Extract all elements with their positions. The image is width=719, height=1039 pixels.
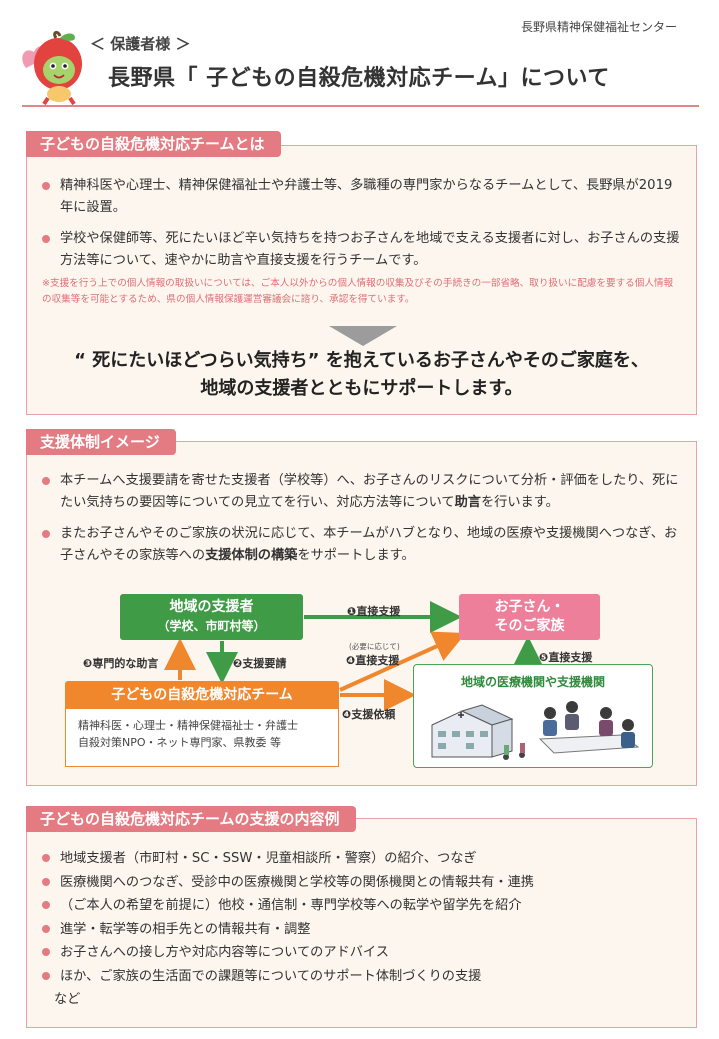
label-direct-support-5: ❺直接支援 — [539, 651, 593, 664]
audience-label: ＜ 保護者様 ＞ — [90, 35, 191, 53]
page-title: 長野県「 子どもの自殺危機対応チーム」について — [108, 66, 610, 91]
label-support-request: ❷支援要請 — [233, 657, 287, 670]
example-item-4: 進学・転学等の相手先との情報共有・調整 — [42, 918, 682, 942]
section-examples-heading: 子どもの自殺危機対応チームの支援の内容例 — [26, 806, 356, 832]
about-bullet-1: 精神科医や心理士、精神保健福祉士や弁護士等、多職種の専門家からなるチームとして、… — [42, 175, 682, 219]
lead-line-2: 地域の支援者とともにサポートします。 — [200, 378, 523, 399]
section-support-heading: 支援体制イメージ — [26, 429, 176, 455]
section-about-heading: 子どもの自殺危機対応チームとは — [26, 131, 281, 157]
about-bullet-2: 学校や保健師等、死にたいほど辛い気持ちを持つお子さんを地域で支える支援者に対し、… — [42, 228, 682, 272]
organization-name: 長野県精神保健福祉センター — [520, 20, 677, 34]
child-family-box: お子さん・ そのご家族 — [459, 594, 600, 640]
label-as-needed: (必要に応じて) — [349, 642, 400, 651]
local-supporter-box: 地域の支援者 （学校、市町村等） — [120, 594, 303, 640]
support-bullet-1: 本チームへ支援要請を寄せた支援者（学校等）へ、お子さんのリスクについて分析・評価… — [42, 470, 682, 514]
down-arrow-icon — [329, 326, 397, 346]
example-item-2: 医療機関へのつなぎ、受診中の医療機関と学校等の関係機関との情報共有・連携 — [42, 871, 682, 895]
label-support-referral: ❹支援依頼 — [342, 708, 396, 721]
example-item-6: ほか、ご家族の生活面での課題等についてのサポート体制づくりの支援 — [42, 965, 682, 989]
arrow-direct-support-4 — [339, 631, 466, 692]
lead-line-1: “ 死にたいほどつらい気持ち” を抱えているお子さんやそのご家庭を、 — [74, 350, 649, 371]
crisis-team-box: 子どもの自殺危機対応チーム — [65, 681, 339, 709]
example-item-3: （ご本人の希望を前提に）他校・通信制・専門学校等への転学や留学先を紹介 — [42, 894, 682, 918]
examples-tail: など — [54, 992, 81, 1007]
crisis-team-members: 精神科医・心理士・精神保健福祉士・弁護士 自殺対策NPO・ネット専門家、県教委 … — [65, 709, 339, 767]
title-divider — [22, 105, 699, 107]
mascot-apple-character-icon — [22, 30, 82, 106]
section-about-panel — [26, 145, 697, 415]
about-bullet-list: 精神科医や心理士、精神保健福祉士や弁護士等、多職種の専門家からなるチームとして、… — [42, 175, 682, 281]
medical-institutions-box: 地域の医療機関や支援機関 — [413, 664, 653, 768]
medical-institutions-title: 地域の医療機関や支援機関 — [460, 675, 605, 689]
support-bullet-list: 本チームへ支援要請を寄せた支援者（学校等）へ、お子さんのリスクについて分析・評価… — [42, 470, 682, 576]
label-expert-advice: ❸専門的な助言 — [83, 657, 159, 670]
hospital-and-meeting-illustration-icon — [431, 701, 640, 760]
privacy-note: ※支援を行う上での個人情報の取扱いについては、ご本人以外からの個人情報の収集及び… — [42, 278, 674, 305]
label-direct-support-4: ❹直接支援 — [346, 654, 400, 667]
label-direct-support-1: ❶直接支援 — [347, 605, 401, 618]
section-examples-panel — [26, 818, 697, 1028]
examples-list: 地域支援者（市町村・SC・SSW・児童相談所・警察）の紹介、つなぎ 医療機関への… — [42, 847, 682, 1012]
support-bullet-2: またお子さんやそのご家族の状況に応じて、本チームがハブとなり、地域の医療や支援機… — [42, 523, 682, 567]
example-item-5: お子さんへの接し方や対応内容等についてのアドバイス — [42, 941, 682, 965]
example-item-1: 地域支援者（市町村・SC・SSW・児童相談所・警察）の紹介、つなぎ — [42, 847, 682, 871]
